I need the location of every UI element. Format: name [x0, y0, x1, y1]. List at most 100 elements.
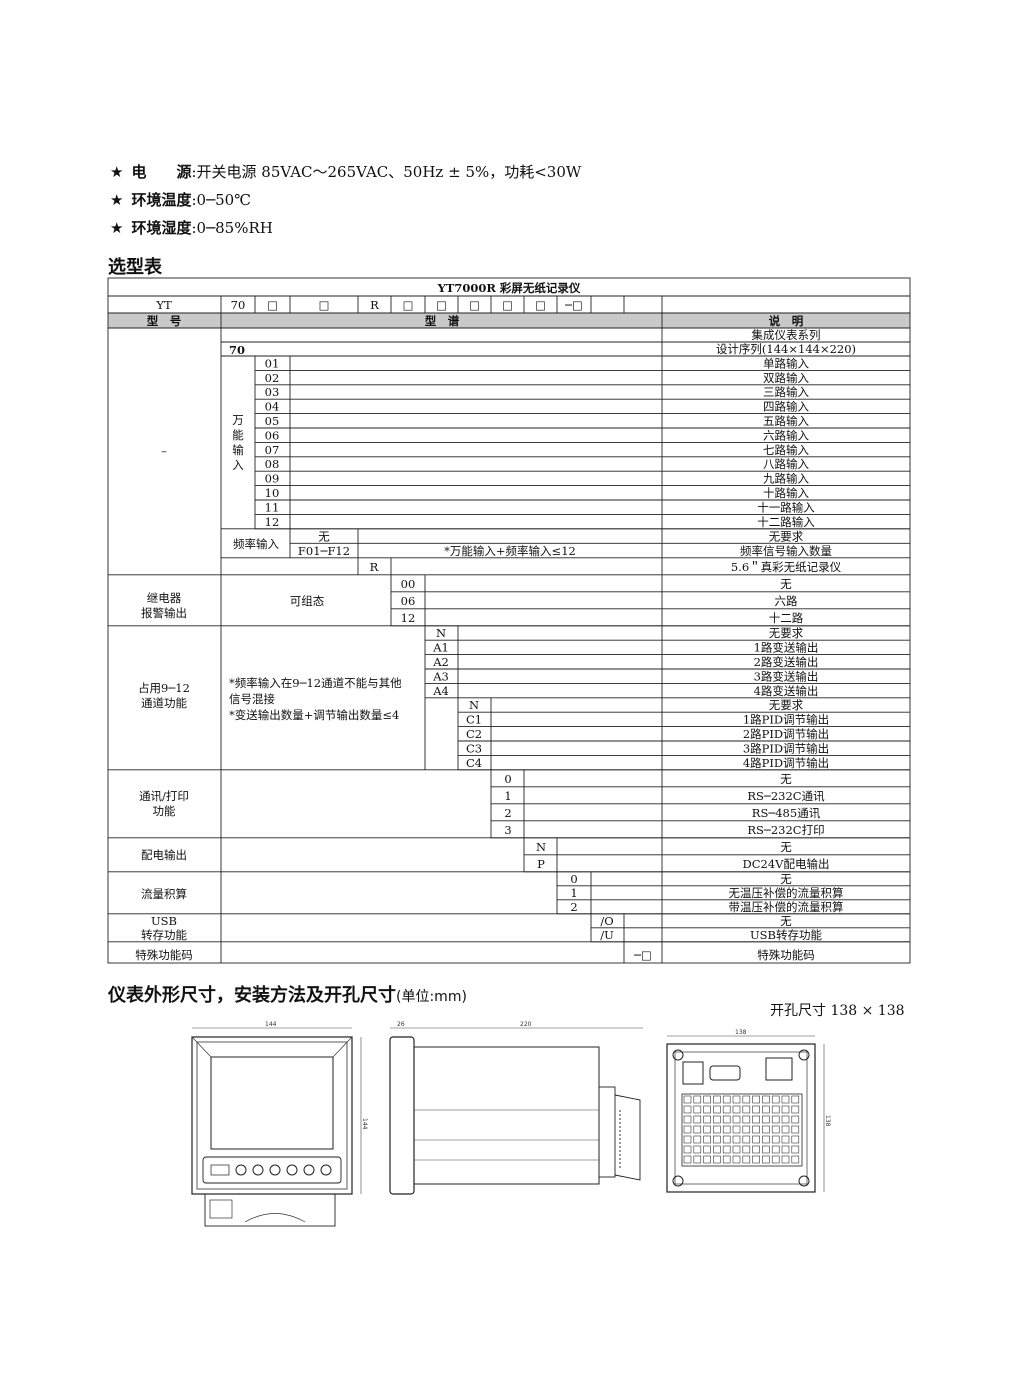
ch912-c-code: C1 — [466, 713, 482, 727]
terminal-cell — [781, 1145, 790, 1154]
terminal-cell — [791, 1095, 800, 1104]
dim-front-width: 144 — [265, 1021, 277, 1028]
comm-code: 3 — [504, 823, 511, 837]
terminal-cell — [713, 1115, 721, 1124]
terminal-cell — [722, 1095, 731, 1104]
front-view-drawing: 144 144 — [191, 1021, 368, 1227]
relay-desc: 十二路 — [769, 611, 804, 625]
model-dash: – — [161, 444, 167, 458]
channel-code: 06 — [265, 428, 280, 442]
comm-code: 0 — [504, 772, 511, 786]
terminal-cell — [762, 1155, 770, 1164]
channel-desc: 十一路输入 — [757, 500, 815, 514]
terminal-cell — [742, 1135, 751, 1144]
universal-input-label: 万 — [232, 413, 244, 427]
terminal-cell — [791, 1105, 800, 1114]
series-desc: 集成仪表系列 — [752, 328, 821, 342]
flow-code: 0 — [570, 872, 577, 886]
spec-power: ★电 源:开关电源 85VAC～265VAC、50Hz ± 5%，功耗<30W — [110, 163, 582, 181]
comm-desc: RS─232C打印 — [747, 823, 824, 837]
flow-code: 2 — [570, 900, 577, 914]
terminal-cell — [791, 1135, 800, 1144]
channel-code: 07 — [265, 443, 280, 457]
usb-desc: 无 — [780, 914, 792, 928]
star-icon: ★ — [110, 219, 124, 237]
terminal-cell — [762, 1105, 770, 1114]
freq-range: F01─F12 — [298, 544, 350, 558]
side-view-drawing: 26 220 — [389, 1021, 643, 1195]
design-code: 70 — [229, 343, 245, 357]
terminal-cell — [683, 1155, 692, 1164]
channel-desc: 八路输入 — [763, 457, 809, 471]
ch912-a-desc: 4路变送输出 — [754, 684, 819, 698]
terminal-cell — [732, 1155, 741, 1164]
spec-temp: ★环境温度:0─50℃ — [110, 191, 251, 209]
ch912-a-desc: 3路变送输出 — [754, 669, 819, 683]
terminal-cell — [693, 1135, 702, 1144]
code-yt: YT — [155, 298, 172, 312]
table-title: YT7000R 彩屏无纸记录仪 — [437, 281, 581, 295]
terminal-cell — [703, 1105, 711, 1114]
terminal-cell — [732, 1115, 741, 1124]
code-cell: R — [370, 298, 379, 312]
table-border — [107, 277, 911, 964]
channel-code: 02 — [265, 371, 280, 385]
channel-code: 05 — [265, 414, 280, 428]
relay-code: 12 — [401, 611, 416, 625]
ch912-c-code: C2 — [466, 727, 482, 741]
terminal-cell — [683, 1145, 692, 1154]
terminal-cell — [722, 1155, 731, 1164]
terminal-cell — [752, 1145, 760, 1154]
dim-side-bezel: 26 — [397, 1021, 405, 1028]
cutout-size: 开孔尺寸 138 × 138 — [770, 1003, 905, 1019]
channel-desc: 七路输入 — [763, 443, 809, 457]
dim-back-height: 138 — [824, 1115, 831, 1127]
dim-back-width: 138 — [735, 1029, 747, 1036]
header-desc: 说 明 — [769, 314, 804, 328]
terminal-cell — [732, 1125, 741, 1134]
terminal-cell — [693, 1105, 702, 1114]
power-code: N — [536, 840, 546, 854]
code-cell: □ — [436, 298, 447, 312]
terminal-cell — [713, 1095, 721, 1104]
terminal-cell — [762, 1115, 770, 1124]
ch912-a-code: A2 — [432, 655, 449, 669]
terminal-cell — [762, 1095, 770, 1104]
channel-code: 03 — [265, 385, 280, 399]
terminal-cell — [703, 1135, 711, 1144]
terminal-cell — [781, 1105, 790, 1114]
ch912-c-code: C3 — [466, 741, 482, 755]
ch912-a-code: A1 — [432, 641, 449, 655]
terminal-cell — [732, 1095, 741, 1104]
ch912-label: 通道功能 — [141, 696, 187, 710]
ch912-c-desc: 无要求 — [769, 698, 804, 712]
terminal-cell — [771, 1135, 780, 1144]
ch912-a-code: A4 — [432, 684, 449, 698]
flow-code: 1 — [570, 886, 577, 900]
terminal-cell — [693, 1125, 702, 1134]
ch912-c-desc: 4路PID调节输出 — [743, 756, 829, 770]
table-header-bg — [108, 313, 910, 328]
freq-note: *万能输入+频率输入≤12 — [444, 544, 576, 558]
code-cell: □ — [319, 298, 330, 312]
terminal-cell — [693, 1145, 702, 1154]
terminal-cell — [722, 1115, 731, 1124]
terminal-cell — [722, 1125, 731, 1134]
freq-none: 无 — [318, 529, 330, 543]
terminal-cell — [713, 1105, 721, 1114]
code-cell: □ — [535, 298, 546, 312]
terminal-cell — [683, 1125, 692, 1134]
comm-desc: RS─485通讯 — [752, 806, 821, 820]
dimensions-heading: 仪表外形尺寸，安装方法及开孔尺寸(单位:mm) — [108, 985, 467, 1006]
code-cell: □ — [502, 298, 513, 312]
code-cell: 70 — [231, 298, 246, 312]
relay-label: 报警输出 — [141, 606, 187, 620]
power-code: P — [537, 857, 545, 871]
star-icon: ★ — [110, 163, 124, 181]
comm-label: 通讯/打印 — [139, 789, 189, 803]
terminal-cell — [781, 1135, 790, 1144]
terminal-cell — [742, 1095, 751, 1104]
relay-desc: 无 — [780, 577, 792, 591]
back-view-drawing: 138 138 — [666, 1029, 831, 1193]
